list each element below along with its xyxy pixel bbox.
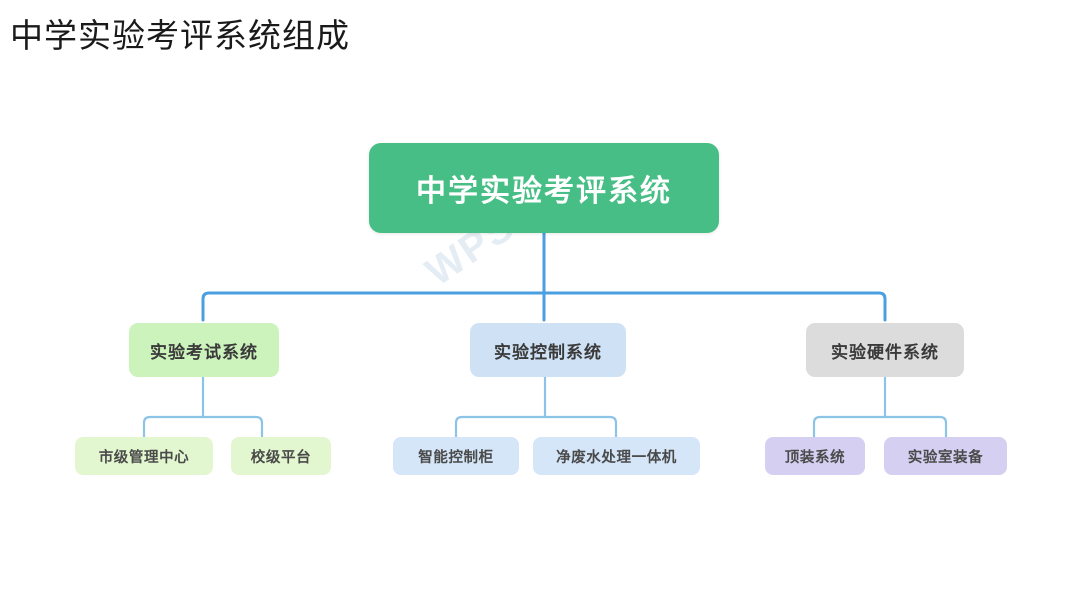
connector-control-rail (454, 415, 618, 439)
node-top-mounted-system[interactable]: 顶装系统 (765, 437, 865, 475)
connector-level2-rail (201, 291, 887, 322)
node-wastewater-treatment-machine[interactable]: 净废水处理一体机 (533, 437, 700, 475)
node-city-management-center[interactable]: 市级管理中心 (75, 437, 213, 475)
node-control-system[interactable]: 实验控制系统 (470, 323, 626, 377)
node-root[interactable]: 中学实验考评系统 (369, 143, 719, 233)
connector-exam-rail (142, 415, 264, 439)
node-exam-system[interactable]: 实验考试系统 (129, 323, 279, 377)
connector-hardware-rail (812, 415, 948, 439)
node-school-platform[interactable]: 校级平台 (231, 437, 331, 475)
node-laboratory-equipment[interactable]: 实验室装备 (884, 437, 1007, 475)
page-title: 中学实验考评系统组成 (10, 19, 350, 55)
node-smart-control-cabinet[interactable]: 智能控制柜 (393, 437, 519, 475)
node-hardware-system[interactable]: 实验硬件系统 (806, 323, 964, 377)
